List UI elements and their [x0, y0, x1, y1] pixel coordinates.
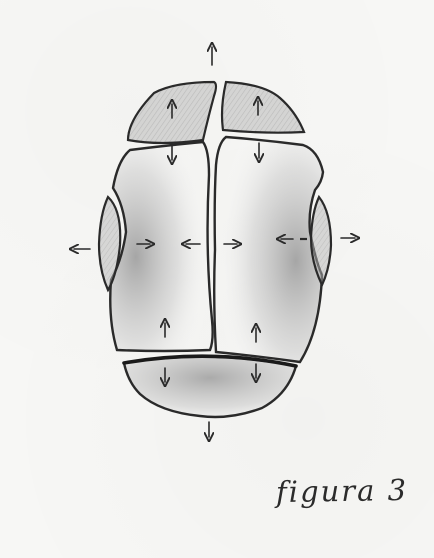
figure-caption: figura 3 [276, 473, 409, 509]
plate-parietal-right [214, 137, 323, 362]
plate-parietal-left [110, 142, 212, 351]
plate-frontal-right [222, 82, 304, 133]
plate-occipital [124, 357, 296, 417]
